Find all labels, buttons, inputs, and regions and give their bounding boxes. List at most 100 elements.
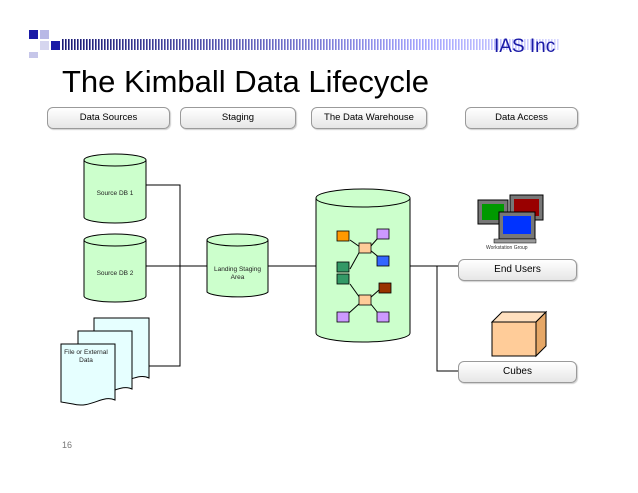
banner-stripe — [65, 39, 67, 50]
banner-stripe — [419, 39, 421, 50]
banner-stripe — [515, 39, 517, 50]
banner-stripe — [182, 39, 184, 50]
banner-stripe — [467, 39, 469, 50]
banner-stripe — [101, 39, 103, 50]
banner-stripe — [266, 39, 268, 50]
banner-stripe — [539, 39, 541, 50]
banner-stripe — [287, 39, 289, 50]
banner-stripe — [338, 39, 340, 50]
banner-stripes — [62, 39, 559, 50]
banner-stripe — [317, 39, 319, 50]
banner-stripe — [374, 39, 376, 50]
banner-stripe — [200, 39, 202, 50]
banner-stripe — [170, 39, 172, 50]
banner-stripe — [488, 39, 490, 50]
banner-stripe — [377, 39, 379, 50]
banner-stripe — [326, 39, 328, 50]
banner-stripe — [443, 39, 445, 50]
banner-stripe — [107, 39, 109, 50]
banner-stripe — [527, 39, 529, 50]
banner-stripe — [284, 39, 286, 50]
banner-stripe — [455, 39, 457, 50]
banner-stripe — [491, 39, 493, 50]
banner-stripe — [434, 39, 436, 50]
banner-stripe — [314, 39, 316, 50]
banner-stripe — [134, 39, 136, 50]
banner-stripe — [365, 39, 367, 50]
dimension-node-orange — [336, 230, 350, 242]
banner-stripe — [329, 39, 331, 50]
banner-stripe — [104, 39, 106, 50]
banner-stripe — [221, 39, 223, 50]
banner-stripe — [179, 39, 181, 50]
brand-name: IAS Inc — [494, 36, 556, 57]
banner-stripe — [530, 39, 532, 50]
banner-stripe — [164, 39, 166, 50]
banner-stripe — [548, 39, 550, 50]
banner-stripe — [263, 39, 265, 50]
banner-stripe — [461, 39, 463, 50]
banner-stripe — [368, 39, 370, 50]
banner-stripe — [422, 39, 424, 50]
dimension-node-green — [336, 273, 350, 285]
banner-stripe — [146, 39, 148, 50]
banner-stripe — [224, 39, 226, 50]
banner-stripe — [152, 39, 154, 50]
banner-stripe — [293, 39, 295, 50]
banner-stripe — [155, 39, 157, 50]
banner-stripe — [290, 39, 292, 50]
banner-stripe — [497, 39, 499, 50]
banner-stripe — [347, 39, 349, 50]
banner-stripe — [521, 39, 523, 50]
dimension-node-green — [336, 261, 350, 273]
banner-stripe — [122, 39, 124, 50]
banner-stripe — [140, 39, 142, 50]
banner-stripe — [500, 39, 502, 50]
banner-stripe — [380, 39, 382, 50]
banner-stripe — [413, 39, 415, 50]
banner-stripe — [62, 39, 64, 50]
banner-stripe — [158, 39, 160, 50]
banner-stripe — [416, 39, 418, 50]
banner-stripe — [92, 39, 94, 50]
banner-stripe — [80, 39, 82, 50]
banner-stripe — [128, 39, 130, 50]
banner-stripe — [494, 39, 496, 50]
banner-stripe — [296, 39, 298, 50]
cubes-box: Cubes — [458, 361, 577, 383]
banner-square-dark — [51, 41, 60, 50]
workstation-icon — [477, 194, 544, 244]
banner-square-light — [40, 30, 49, 39]
banner-stripe — [410, 39, 412, 50]
banner-stripe — [464, 39, 466, 50]
banner-stripe — [149, 39, 151, 50]
banner-stripe — [512, 39, 514, 50]
banner-stripe — [173, 39, 175, 50]
banner-stripe — [554, 39, 556, 50]
file-page-front — [60, 343, 116, 406]
banner-stripe — [518, 39, 520, 50]
banner-stripe — [398, 39, 400, 50]
banner-stripe — [212, 39, 214, 50]
banner-stripe — [242, 39, 244, 50]
cube-icon — [490, 310, 548, 358]
banner-stripe — [272, 39, 274, 50]
star-schema — [336, 228, 392, 323]
source-db2-label: Source DB 2 — [96, 270, 134, 277]
banner-stripe — [191, 39, 193, 50]
banner-stripe — [68, 39, 70, 50]
banner-stripe — [110, 39, 112, 50]
end-users-box: End Users — [458, 259, 577, 281]
banner-stripe — [131, 39, 133, 50]
banner-stripe — [401, 39, 403, 50]
banner-stripe — [176, 39, 178, 50]
dimension-node-blue — [376, 255, 390, 267]
banner-stripe — [362, 39, 364, 50]
banner-stripe — [86, 39, 88, 50]
banner-stripe — [503, 39, 505, 50]
banner-stripe — [89, 39, 91, 50]
banner-stripe — [356, 39, 358, 50]
banner-stripe — [551, 39, 553, 50]
banner-stripe — [275, 39, 277, 50]
